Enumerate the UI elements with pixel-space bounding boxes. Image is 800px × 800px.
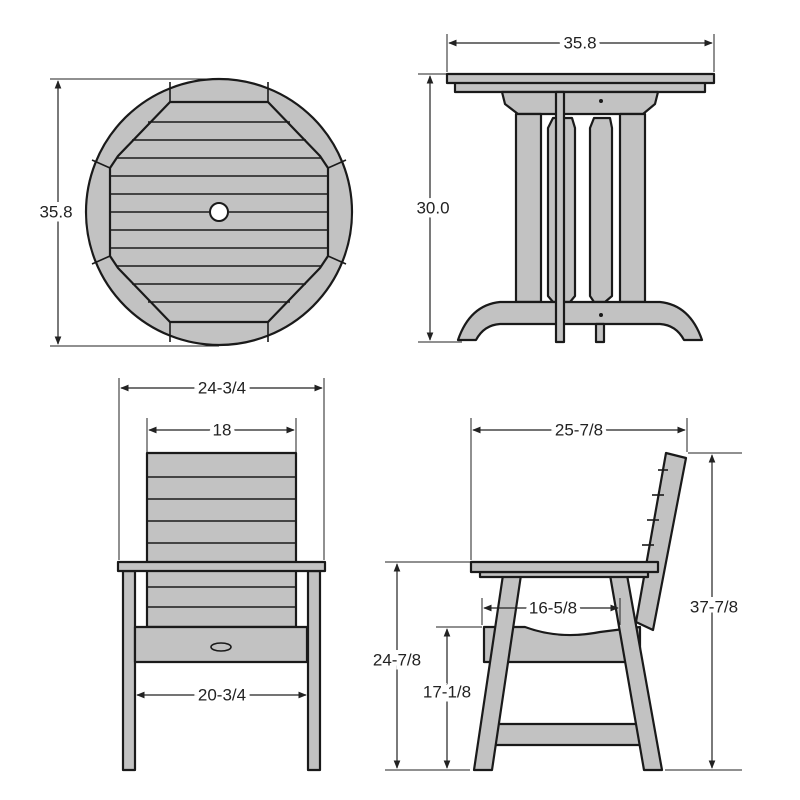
table-width-label: 35.8 xyxy=(563,34,596,53)
table-top-view: 35.8 xyxy=(35,77,354,347)
chair-depth-label: 25-7/8 xyxy=(555,421,603,440)
table-height-label: 30.0 xyxy=(416,199,449,218)
table-diameter-label: 35.8 xyxy=(39,203,72,222)
umbrella-hole xyxy=(209,202,229,222)
chair-overall-width-label: 24-3/4 xyxy=(198,379,246,398)
chair-seat-height-label: 17-1/8 xyxy=(423,683,471,702)
chair-seat-depth-label: 16-5/8 xyxy=(529,599,577,618)
chair-overall-height-label: 37-7/8 xyxy=(690,598,738,617)
chair-back-width-label: 18 xyxy=(213,421,232,440)
table-side-view: 35.8 30.0 xyxy=(412,30,716,344)
chair-side-view: 25-7/8 16-5/8 37-7/8 24-7/8 17-1/8 xyxy=(369,417,742,772)
chair-seat-width-label: 20-3/4 xyxy=(198,686,246,705)
chair-front-view: 24-3/4 18 20-3/4 xyxy=(116,375,327,772)
chair-arm-height-label: 24-7/8 xyxy=(373,651,421,670)
